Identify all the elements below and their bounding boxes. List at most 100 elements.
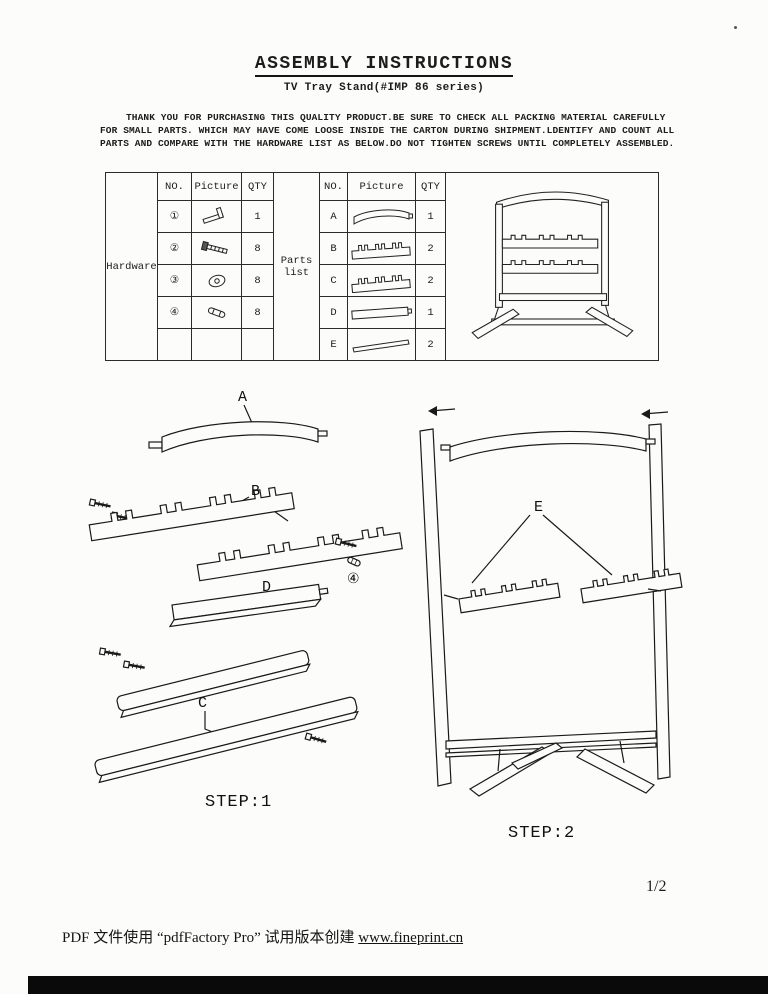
- part-a-peg: [148, 441, 163, 449]
- table-row: ① 1 A 1: [106, 200, 659, 233]
- part-qty: 1: [415, 200, 446, 233]
- dowel-icon: [207, 306, 225, 318]
- part-no: A: [319, 200, 348, 233]
- allen-key-icon: [201, 206, 224, 224]
- side-post-right: [648, 423, 671, 780]
- notched-rail-icon: [350, 241, 411, 260]
- hardware-qty: 8: [241, 264, 274, 297]
- hardware-picture-empty: [191, 328, 242, 361]
- col-header-no: NO.: [157, 172, 192, 201]
- hardware-no-empty: [157, 328, 192, 361]
- part-no: C: [319, 264, 348, 297]
- part-label-a: A: [238, 389, 247, 406]
- hardware-qty: 1: [241, 200, 274, 233]
- footer-text: PDF 文件使用 “pdfFactory Pro” 试用版本创建: [62, 930, 359, 946]
- col-header-picture: Picture: [347, 172, 416, 201]
- part-label-e: E: [534, 499, 543, 516]
- part-b-rail: [87, 484, 295, 542]
- arrow-head-icon: [428, 406, 437, 416]
- intro-line: FOR SMALL PARTS. WHICH MAY HAVE COME LOO…: [100, 125, 675, 136]
- part-e-rail: [457, 576, 561, 614]
- curved-top-rail-icon: [353, 208, 413, 225]
- scan-edge-bar: [28, 976, 768, 994]
- hardware-no: ④: [157, 296, 192, 329]
- scan-speck: [734, 26, 737, 29]
- connector-line: [443, 594, 459, 600]
- foot-bar: [575, 748, 656, 794]
- intro-paragraph: THANK YOU FOR PURCHASING THIS QUALITY PR…: [100, 111, 674, 150]
- notched-rail-icon: [350, 274, 411, 293]
- part-b-rail: [195, 524, 403, 582]
- side-post-left: [419, 428, 452, 787]
- screw-icon: [122, 659, 147, 672]
- intro-line: PARTS AND COMPARE WITH THE HARDWARE LIST…: [100, 138, 675, 149]
- hardware-parts-table: Hardware NO. Picture QTY Parts list NO. …: [105, 172, 659, 361]
- part-d-rail: [168, 583, 329, 628]
- tv-tray-stand-assembled-image: [470, 190, 634, 339]
- assembly-diagram-area: A B ④ D C E STEP:1 STEP:2: [0, 385, 768, 855]
- cam-nut-icon: [208, 274, 225, 287]
- hardware-qty: 8: [241, 296, 274, 329]
- part-qty: 2: [415, 264, 446, 297]
- fineprint-link[interactable]: www.fineprint.cn: [358, 930, 464, 946]
- bolt-icon: [200, 240, 228, 254]
- part-qty: 2: [415, 232, 446, 265]
- hardware-label-4: ④: [347, 571, 360, 587]
- hardware-qty-empty: [241, 328, 274, 361]
- label-a-leader: [243, 404, 253, 424]
- part-qty: 1: [415, 296, 446, 329]
- rail-peg: [645, 438, 656, 445]
- label-e-leader: [471, 514, 531, 584]
- top-rail-a-step2: [449, 430, 647, 462]
- slat-icon: [351, 338, 410, 353]
- foot-support-line: [619, 740, 625, 764]
- plain-rail-icon: [350, 306, 412, 320]
- connector-line: [647, 588, 662, 592]
- part-a-peg: [317, 430, 328, 437]
- assembly-steps-diagram: A B ④ D C E STEP:1 STEP:2: [87, 389, 683, 843]
- col-header-qty: QTY: [415, 172, 446, 201]
- col-header-picture: Picture: [191, 172, 242, 201]
- hardware-section-label: Hardware: [105, 172, 158, 361]
- hardware-no: ③: [157, 264, 192, 297]
- foot-bar: [510, 742, 564, 770]
- part-qty: 2: [415, 328, 446, 361]
- arrow-head-icon: [641, 409, 650, 419]
- hardware-no: ②: [157, 232, 192, 265]
- part-no: B: [319, 232, 348, 265]
- col-header-qty: QTY: [241, 172, 274, 201]
- table-row: E 2: [106, 328, 659, 361]
- bottom-cross-rail: [445, 730, 657, 750]
- table-header-row: Hardware NO. Picture QTY Parts list NO. …: [105, 172, 659, 361]
- part-e-rail: [579, 566, 683, 604]
- hardware-no: ①: [157, 200, 192, 233]
- table-row: ③ 8 C 2: [106, 264, 659, 297]
- page-title: ASSEMBLY INSTRUCTIONS: [254, 54, 514, 77]
- footer-watermark: PDF 文件使用 “pdfFactory Pro” 试用版本创建 www.fin…: [62, 926, 463, 947]
- part-c-leg: [94, 696, 360, 784]
- page-subtitle: TV Tray Stand(#IMP 86 series): [283, 82, 485, 94]
- screw-icon: [303, 731, 329, 746]
- intro-line: THANK YOU FOR PURCHASING THIS QUALITY PR…: [126, 112, 666, 123]
- hardware-qty: 8: [241, 232, 274, 265]
- assembled-product-cell: [445, 172, 659, 361]
- part-label-d: D: [262, 579, 271, 596]
- foot-support-line: [497, 748, 501, 772]
- screw-icon: [88, 497, 113, 511]
- part-label-b: B: [251, 483, 260, 500]
- part-c-leg: [116, 650, 311, 719]
- part-no: D: [319, 296, 348, 329]
- part-no: E: [319, 328, 348, 361]
- rail-peg: [440, 444, 451, 451]
- document-header: ASSEMBLY INSTRUCTIONS TV Tray Stand(#IMP…: [0, 54, 768, 94]
- step1-label: STEP:1: [205, 793, 272, 812]
- part-label-c: C: [198, 695, 207, 712]
- parts-list-section-label: Parts list: [273, 172, 320, 361]
- screw-icon: [98, 646, 123, 659]
- page-number: 1/2: [646, 878, 667, 895]
- table-row: ④ 8 D 1: [106, 296, 659, 329]
- label-e-leader: [542, 514, 613, 576]
- col-header-no: NO.: [319, 172, 348, 201]
- part-a-rail: [161, 421, 319, 453]
